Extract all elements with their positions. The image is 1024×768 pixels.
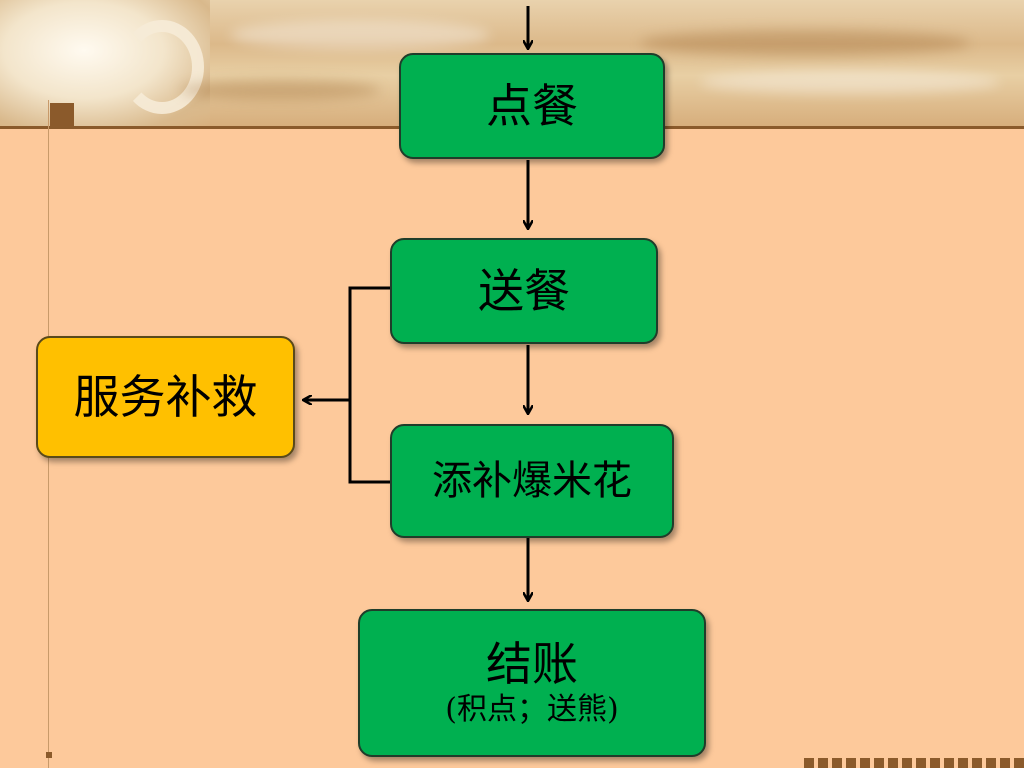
- header-decoration: [0, 0, 1024, 126]
- popcorn-node: 添补爆米花: [390, 424, 674, 538]
- corner-square: [50, 103, 74, 127]
- serve-node: 送餐: [390, 238, 658, 344]
- order-node: 点餐: [399, 53, 665, 159]
- background-streak: [700, 70, 1000, 94]
- serve-label: 送餐: [478, 263, 570, 318]
- corner-square-small: [46, 752, 52, 758]
- background-streak: [640, 30, 970, 56]
- background-streak: [180, 80, 380, 100]
- checkout-node: 结账 (积点；送熊): [358, 609, 706, 757]
- footer-dots: [804, 758, 1024, 768]
- checkout-label: 结账: [486, 637, 578, 692]
- checkout-note: (积点；送熊): [445, 691, 619, 727]
- popcorn-label: 添补爆米花: [432, 458, 632, 504]
- recovery-label: 服务补救: [73, 369, 258, 424]
- recovery-node: 服务补救: [36, 336, 295, 458]
- bracket-to-recovery: [348, 286, 390, 484]
- background-streak: [230, 20, 490, 50]
- order-label: 点餐: [486, 78, 578, 133]
